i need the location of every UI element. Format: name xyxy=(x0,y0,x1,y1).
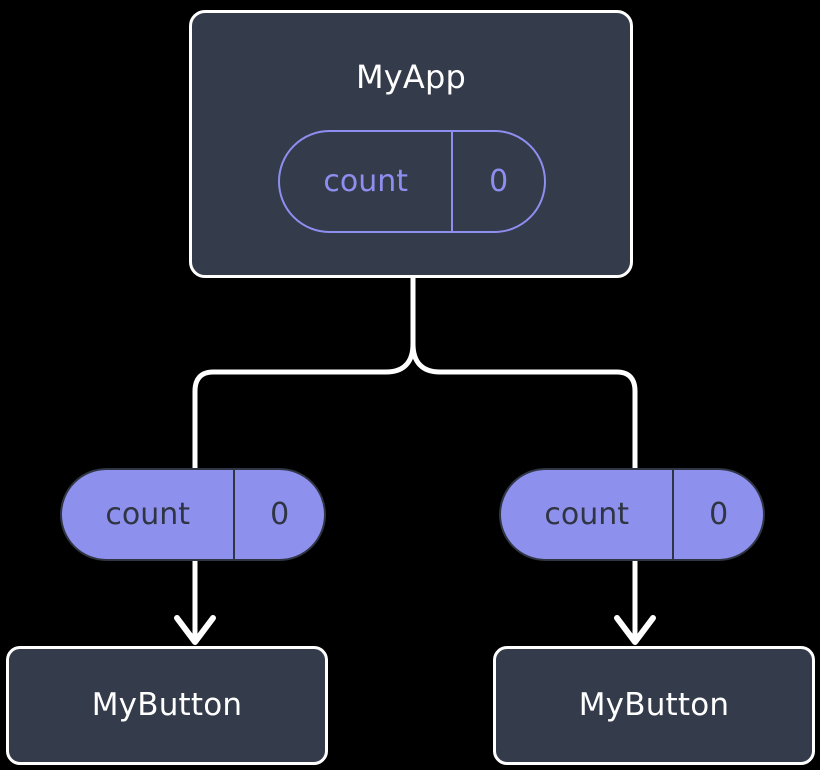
edge-root-branch-right xyxy=(410,274,638,473)
edge-root-branch xyxy=(192,274,416,473)
state-pill-right-value: 0 xyxy=(672,470,763,559)
node-mybutton-left[interactable]: MyButton xyxy=(6,646,328,765)
state-pill-left-key: count xyxy=(105,496,190,532)
state-pill-root-key: count xyxy=(323,163,409,199)
node-myapp-label: MyApp xyxy=(355,58,467,96)
edge-left-arrowhead xyxy=(174,615,216,645)
state-pill-root-value: 0 xyxy=(451,132,544,231)
edge-right-arrowhead xyxy=(614,615,656,645)
state-pill-left[interactable]: count 0 xyxy=(60,468,326,561)
state-pill-right[interactable]: count 0 xyxy=(499,468,765,561)
state-pill-right-key: count xyxy=(544,496,629,532)
state-pill-left-value: 0 xyxy=(233,470,324,559)
node-myapp[interactable]: MyApp xyxy=(189,10,633,278)
node-mybutton-right-label: MyButton xyxy=(578,687,730,723)
state-pill-root[interactable]: count 0 xyxy=(278,130,546,233)
node-mybutton-right[interactable]: MyButton xyxy=(493,646,815,765)
node-mybutton-left-label: MyButton xyxy=(91,687,243,723)
